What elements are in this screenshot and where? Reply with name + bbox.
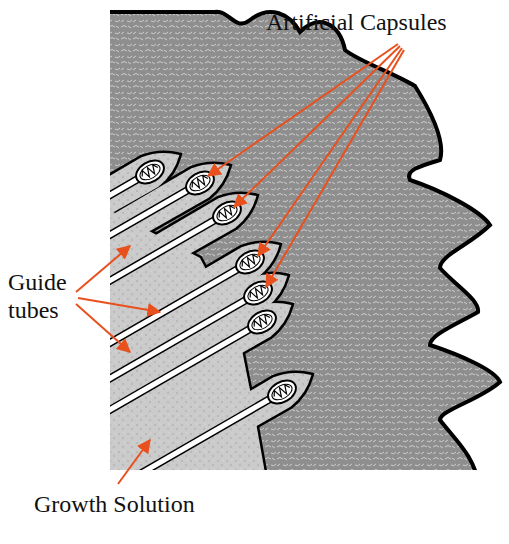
- callout-label: Artificial Capsules: [266, 8, 502, 36]
- callout-label: Growth Solution: [34, 490, 234, 518]
- callout-label: Guide tubes: [8, 268, 74, 324]
- guide-tube-bore: [110, 178, 140, 302]
- tissue: [110, 12, 500, 470]
- leader-arrow: [76, 304, 130, 352]
- tissue-region: [110, 12, 500, 470]
- leader-arrow: [258, 48, 402, 256]
- guide-tube: [110, 328, 252, 452]
- guide-tube-bore: [110, 299, 248, 423]
- leader-arrow: [266, 50, 404, 287]
- guide-tube: [110, 299, 248, 423]
- leader-arrow: [118, 440, 150, 484]
- artificial-capsule: [240, 277, 276, 309]
- guide-tube-bore: [110, 328, 252, 452]
- guide-tube-bore: [110, 398, 272, 470]
- guide-tube: [110, 398, 272, 470]
- guide-tube: [110, 189, 190, 313]
- guide-tube: [110, 178, 140, 302]
- growth-solution-region: [110, 153, 311, 470]
- artificial-capsule: [244, 306, 280, 338]
- guide-tube-bore: [110, 189, 190, 313]
- artificial-capsule: [264, 376, 300, 408]
- artificial-capsule: [132, 156, 168, 188]
- callout-arrows: [76, 44, 404, 484]
- leader-arrow: [234, 46, 400, 207]
- leader-arrow: [78, 298, 160, 312]
- capsules: [132, 156, 300, 408]
- leader-arrow: [76, 246, 130, 292]
